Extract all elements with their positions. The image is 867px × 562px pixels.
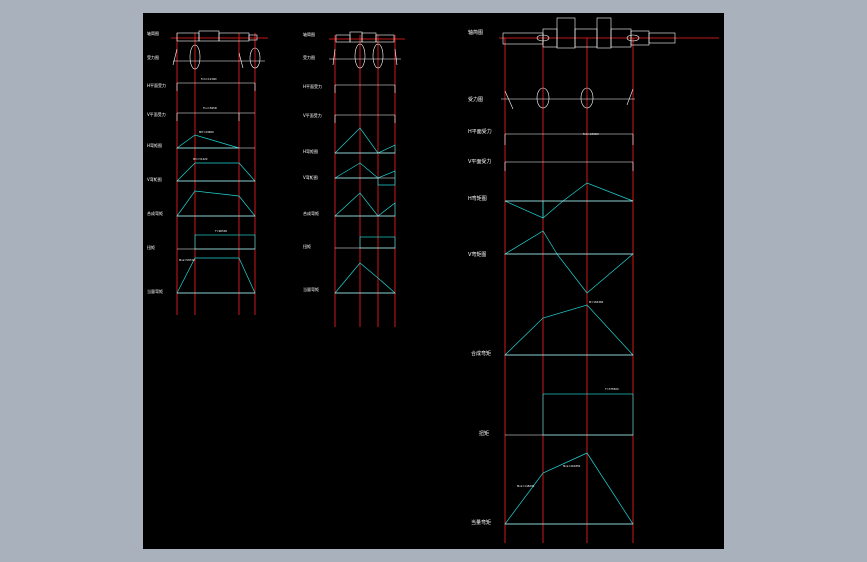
left-force-diagram (172, 44, 265, 70)
middle-row-label: 扭矩 (303, 243, 311, 249)
left-combined-moment (176, 190, 256, 217)
right-force-diagram (501, 87, 635, 110)
right-row-label: 合成弯矩 (471, 350, 491, 357)
svg-text:Fnv=845N: Fnv=845N (203, 106, 217, 110)
drawing-sheet: Fnh=1234N Fnv=845N MH=24680 (143, 13, 724, 549)
svg-text:T=378500: T=378500 (605, 387, 619, 391)
svg-text:MH=24680: MH=24680 (199, 130, 214, 134)
svg-text:M=184360: M=184360 (589, 300, 604, 304)
middle-section-lines (334, 35, 396, 327)
middle-force-diagram (329, 43, 401, 69)
right-combined-moment: M=184360 (504, 300, 634, 356)
panel-right-diagram: Fnh=2451N (468, 17, 719, 543)
middle-shaft-sketch (329, 31, 405, 43)
middle-row-label: V平面受力 (303, 112, 322, 118)
left-h-moment: MH=24680 (175, 130, 255, 149)
svg-text:MV=31420: MV=31420 (193, 157, 208, 161)
right-row-label: V平面受力 (468, 158, 491, 165)
left-v-moment: MV=31420 (176, 157, 256, 182)
left-shaft-sketch (171, 30, 268, 42)
svg-text:Fnh=2451N: Fnh=2451N (583, 132, 599, 136)
right-h-moment (504, 182, 634, 219)
left-row-label: 当量弯矩 (147, 288, 163, 294)
left-v-plane: Fnv=845N (176, 106, 255, 121)
middle-equivalent-moment (334, 262, 396, 294)
middle-torque (335, 236, 396, 249)
left-row-label: H弯矩图 (147, 142, 162, 148)
right-row-label: V弯矩图 (468, 251, 486, 258)
middle-row-label: H弯矩图 (303, 148, 318, 154)
shaft-analysis-drawing: Fnh=1234N Fnv=845N MH=24680 (147, 17, 719, 543)
right-section-lines (504, 38, 634, 543)
right-row-label: 扭矩 (479, 430, 489, 437)
left-equivalent-moment: Mca=58720 (176, 257, 256, 294)
right-row-label: H平面受力 (468, 128, 492, 135)
right-row-label: H弯矩图 (468, 195, 487, 202)
svg-text:Mca=58720: Mca=58720 (179, 258, 195, 262)
left-row-label: V弯矩图 (147, 176, 162, 182)
middle-row-label: 轴简图 (303, 31, 315, 37)
left-section-lines (176, 33, 256, 315)
right-shaft-sketch (499, 17, 719, 49)
right-row-label: 受力图 (468, 96, 483, 103)
left-torque: T=96500 (177, 229, 256, 250)
right-equivalent-moment: Mca=261850 Mca=148230 (504, 452, 634, 525)
panel-left-diagram: Fnh=1234N Fnv=845N MH=24680 (147, 30, 268, 315)
svg-text:Fnh=1234N: Fnh=1234N (201, 77, 217, 81)
middle-row-label: H平面受力 (303, 83, 322, 89)
svg-text:Mca=148230: Mca=148230 (517, 484, 535, 488)
middle-h-plane (334, 84, 396, 93)
left-row-label: H平面受力 (147, 82, 166, 88)
right-row-label: 轴简图 (468, 29, 483, 36)
svg-text:T=96500: T=96500 (215, 229, 227, 233)
middle-combined-moment (334, 192, 396, 217)
middle-row-label: 合成弯矩 (303, 210, 319, 216)
right-v-plane (504, 161, 634, 171)
left-row-label: 受力图 (147, 54, 159, 60)
middle-row-label: V弯矩图 (303, 174, 318, 180)
left-row-label: V平面受力 (147, 111, 166, 117)
panel-middle-diagram: 轴简图 受力图 H平面受力 V平面受力 H弯矩图 V弯矩图 合成弯矩 扭矩 当量… (303, 31, 405, 327)
middle-row-label: 受力图 (303, 54, 315, 60)
left-row-label: 扭矩 (147, 244, 155, 250)
left-row-label: 轴简图 (147, 30, 159, 36)
right-h-plane: Fnh=2451N (504, 132, 634, 145)
middle-row-label: 当量弯矩 (303, 286, 319, 292)
right-row-label: 当量弯矩 (471, 519, 491, 526)
left-h-plane: Fnh=1234N (176, 77, 256, 91)
left-row-label: 合成弯矩 (147, 210, 163, 216)
right-v-moment (503, 230, 634, 294)
right-torque: T=378500 (505, 387, 634, 436)
middle-v-plane (334, 114, 396, 123)
middle-h-moment (334, 127, 396, 154)
middle-v-moment (333, 162, 396, 186)
svg-text:Mca=261850: Mca=261850 (563, 464, 581, 468)
